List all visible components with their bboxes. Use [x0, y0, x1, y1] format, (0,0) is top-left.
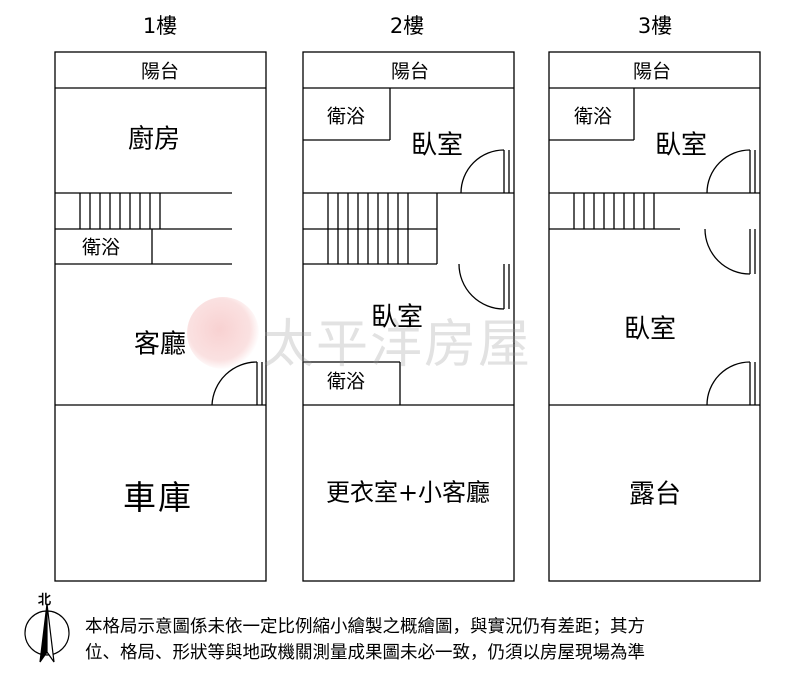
- f3-bath-label: 衛浴: [573, 105, 613, 128]
- compass-icon: [24, 603, 70, 663]
- compass-north-label: 北: [38, 593, 52, 608]
- floor-title-2: 2樓: [389, 14, 425, 38]
- f1-bath-label: 衛浴: [81, 236, 121, 259]
- f2-closet-label: 更衣室+小客廳: [325, 478, 491, 507]
- watermark-logo: [187, 297, 259, 369]
- f1-kitchen-label: 廚房: [127, 124, 181, 155]
- f3-bedroom-mid-label: 臥室: [623, 314, 677, 345]
- f1-living-label: 客廳: [133, 329, 187, 360]
- floor-3-stair-treads: [573, 193, 655, 229]
- disclaimer-line-1: 本格局示意圖係未依一定比例縮小繪製之概繪圖，與實況仍有差距；其方: [85, 617, 645, 637]
- f3-balcony-label: 陽台: [632, 60, 672, 83]
- floor-1-plan: [54, 51, 267, 582]
- floor-title-1: 1樓: [142, 14, 178, 38]
- f3-bedroom-top-label: 臥室: [654, 130, 708, 161]
- f1-garage-label: 車庫: [123, 478, 193, 517]
- disclaimer-note: 本格局示意圖係未依一定比例縮小繪製之概繪圖，與實況仍有差距；其方 位、格局、形狀…: [85, 614, 795, 666]
- disclaimer-line-2: 位、格局、形狀等與地政機關測量成果圖未必一致，仍須以房屋現場為準: [85, 643, 645, 663]
- floor-title-3: 3樓: [637, 14, 673, 38]
- f2-bedroom-mid-label: 臥室: [370, 302, 424, 333]
- floor-1-stair-treads: [79, 193, 161, 229]
- floor-2-plan: [302, 51, 515, 582]
- watermark-text: 太平洋房屋: [262, 315, 533, 375]
- f2-balcony-label: 陽台: [390, 60, 430, 83]
- f2-bath-mid-label: 衛浴: [326, 370, 366, 393]
- f1-balcony-label: 陽台: [140, 60, 180, 83]
- f3-terrace-label: 露台: [628, 479, 682, 510]
- floor-3-plan: [548, 51, 761, 582]
- floor-2-stair-treads: [327, 193, 409, 264]
- f2-bedroom-top-label: 臥室: [410, 130, 464, 161]
- f2-bath-top-label: 衛浴: [326, 105, 366, 128]
